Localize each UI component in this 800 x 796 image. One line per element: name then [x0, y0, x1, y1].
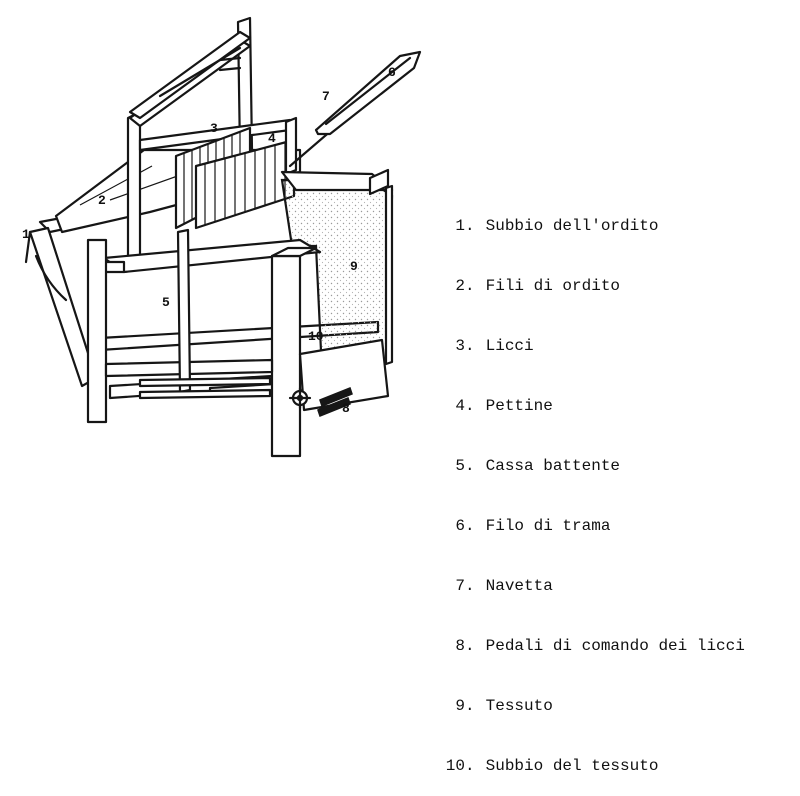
callout-8: 8	[342, 401, 350, 416]
legend-label: Subbio del tessuto	[485, 757, 659, 775]
legend: 1.Subbio dell'ordito 2.Fili di ordito 3.…	[436, 176, 745, 796]
legend-number: 8	[455, 637, 465, 655]
legend-item: 2.Fili di ordito	[436, 276, 745, 296]
callout-labels: 1 2 3 4 5 6 7 8 9 10	[22, 65, 396, 416]
callout-1: 1	[22, 227, 30, 242]
shuttle	[314, 50, 422, 136]
legend-number: 2	[455, 277, 465, 295]
legend-label: Pettine	[485, 397, 553, 415]
legend-item: 10.Subbio del tessuto	[436, 756, 745, 776]
callout-10: 10	[308, 329, 324, 344]
legend-item: 3.Licci	[436, 336, 745, 356]
legend-item: 9.Tessuto	[436, 696, 745, 716]
callout-9: 9	[350, 259, 358, 274]
cloth	[280, 168, 394, 374]
legend-number: 7	[455, 577, 465, 595]
legend-item: 7.Navetta	[436, 576, 745, 596]
callout-7: 7	[322, 89, 330, 104]
legend-number: 5	[455, 457, 465, 475]
legend-label: Filo di trama	[485, 517, 611, 535]
loom-illustration: 1 2 3 4 5 6 7 8 9 10	[22, 16, 422, 458]
treadles	[138, 376, 353, 417]
callout-2: 2	[98, 193, 106, 208]
legend-number: 1	[455, 217, 465, 235]
legend-item: 6.Filo di trama	[436, 516, 745, 536]
legend-item: 8.Pedali di comando dei licci	[436, 636, 745, 656]
legend-label: Licci	[485, 337, 534, 355]
legend-number: 4	[455, 397, 465, 415]
legend-number: 10	[445, 757, 465, 775]
loom-diagram: 1 2 3 4 5 6 7 8 9 10 1.Subbio dell'ordit…	[22, 16, 745, 775]
legend-label: Pedali di comando dei licci	[485, 637, 745, 655]
legend-number: 6	[455, 517, 465, 535]
front-frame	[86, 238, 322, 458]
legend-label: Tessuto	[485, 697, 553, 715]
legend-label: Fili di ordito	[485, 277, 621, 295]
callout-6: 6	[388, 65, 396, 80]
rear-frame	[126, 16, 292, 264]
callout-4: 4	[268, 131, 276, 146]
legend-label: Cassa battente	[485, 457, 621, 475]
callout-3: 3	[210, 121, 218, 136]
legend-label: Navetta	[485, 577, 553, 595]
legend-number: 9	[455, 697, 465, 715]
warp-beam	[24, 203, 142, 388]
legend-item: 4.Pettine	[436, 396, 745, 416]
legend-item: 1.Subbio dell'ordito	[436, 216, 745, 236]
reed	[194, 116, 298, 230]
legend-item: 5.Cassa battente	[436, 456, 745, 476]
legend-number: 3	[455, 337, 465, 355]
legend-label: Subbio dell'ordito	[485, 217, 659, 235]
cloth-beam	[288, 338, 390, 412]
batten-sword	[176, 228, 192, 394]
callout-5: 5	[162, 295, 170, 310]
